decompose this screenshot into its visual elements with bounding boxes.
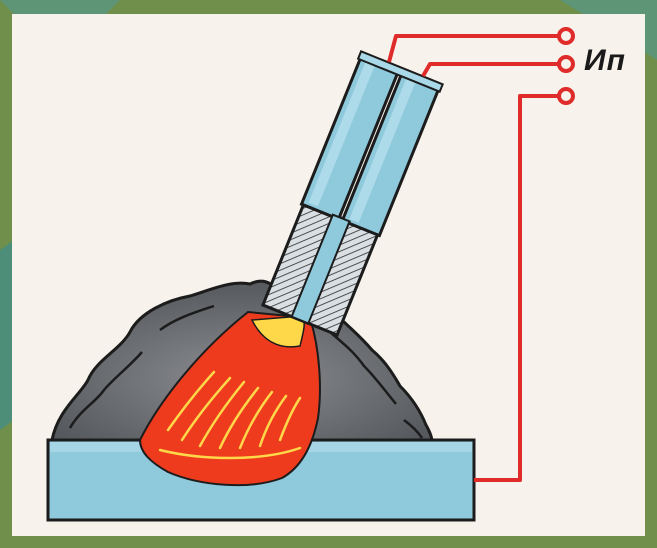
terminal-2 — [559, 57, 573, 71]
terminal-circles — [559, 29, 573, 103]
terminal-1 — [559, 29, 573, 43]
power-source-label: Ип — [584, 44, 626, 78]
terminal-3 — [559, 89, 573, 103]
